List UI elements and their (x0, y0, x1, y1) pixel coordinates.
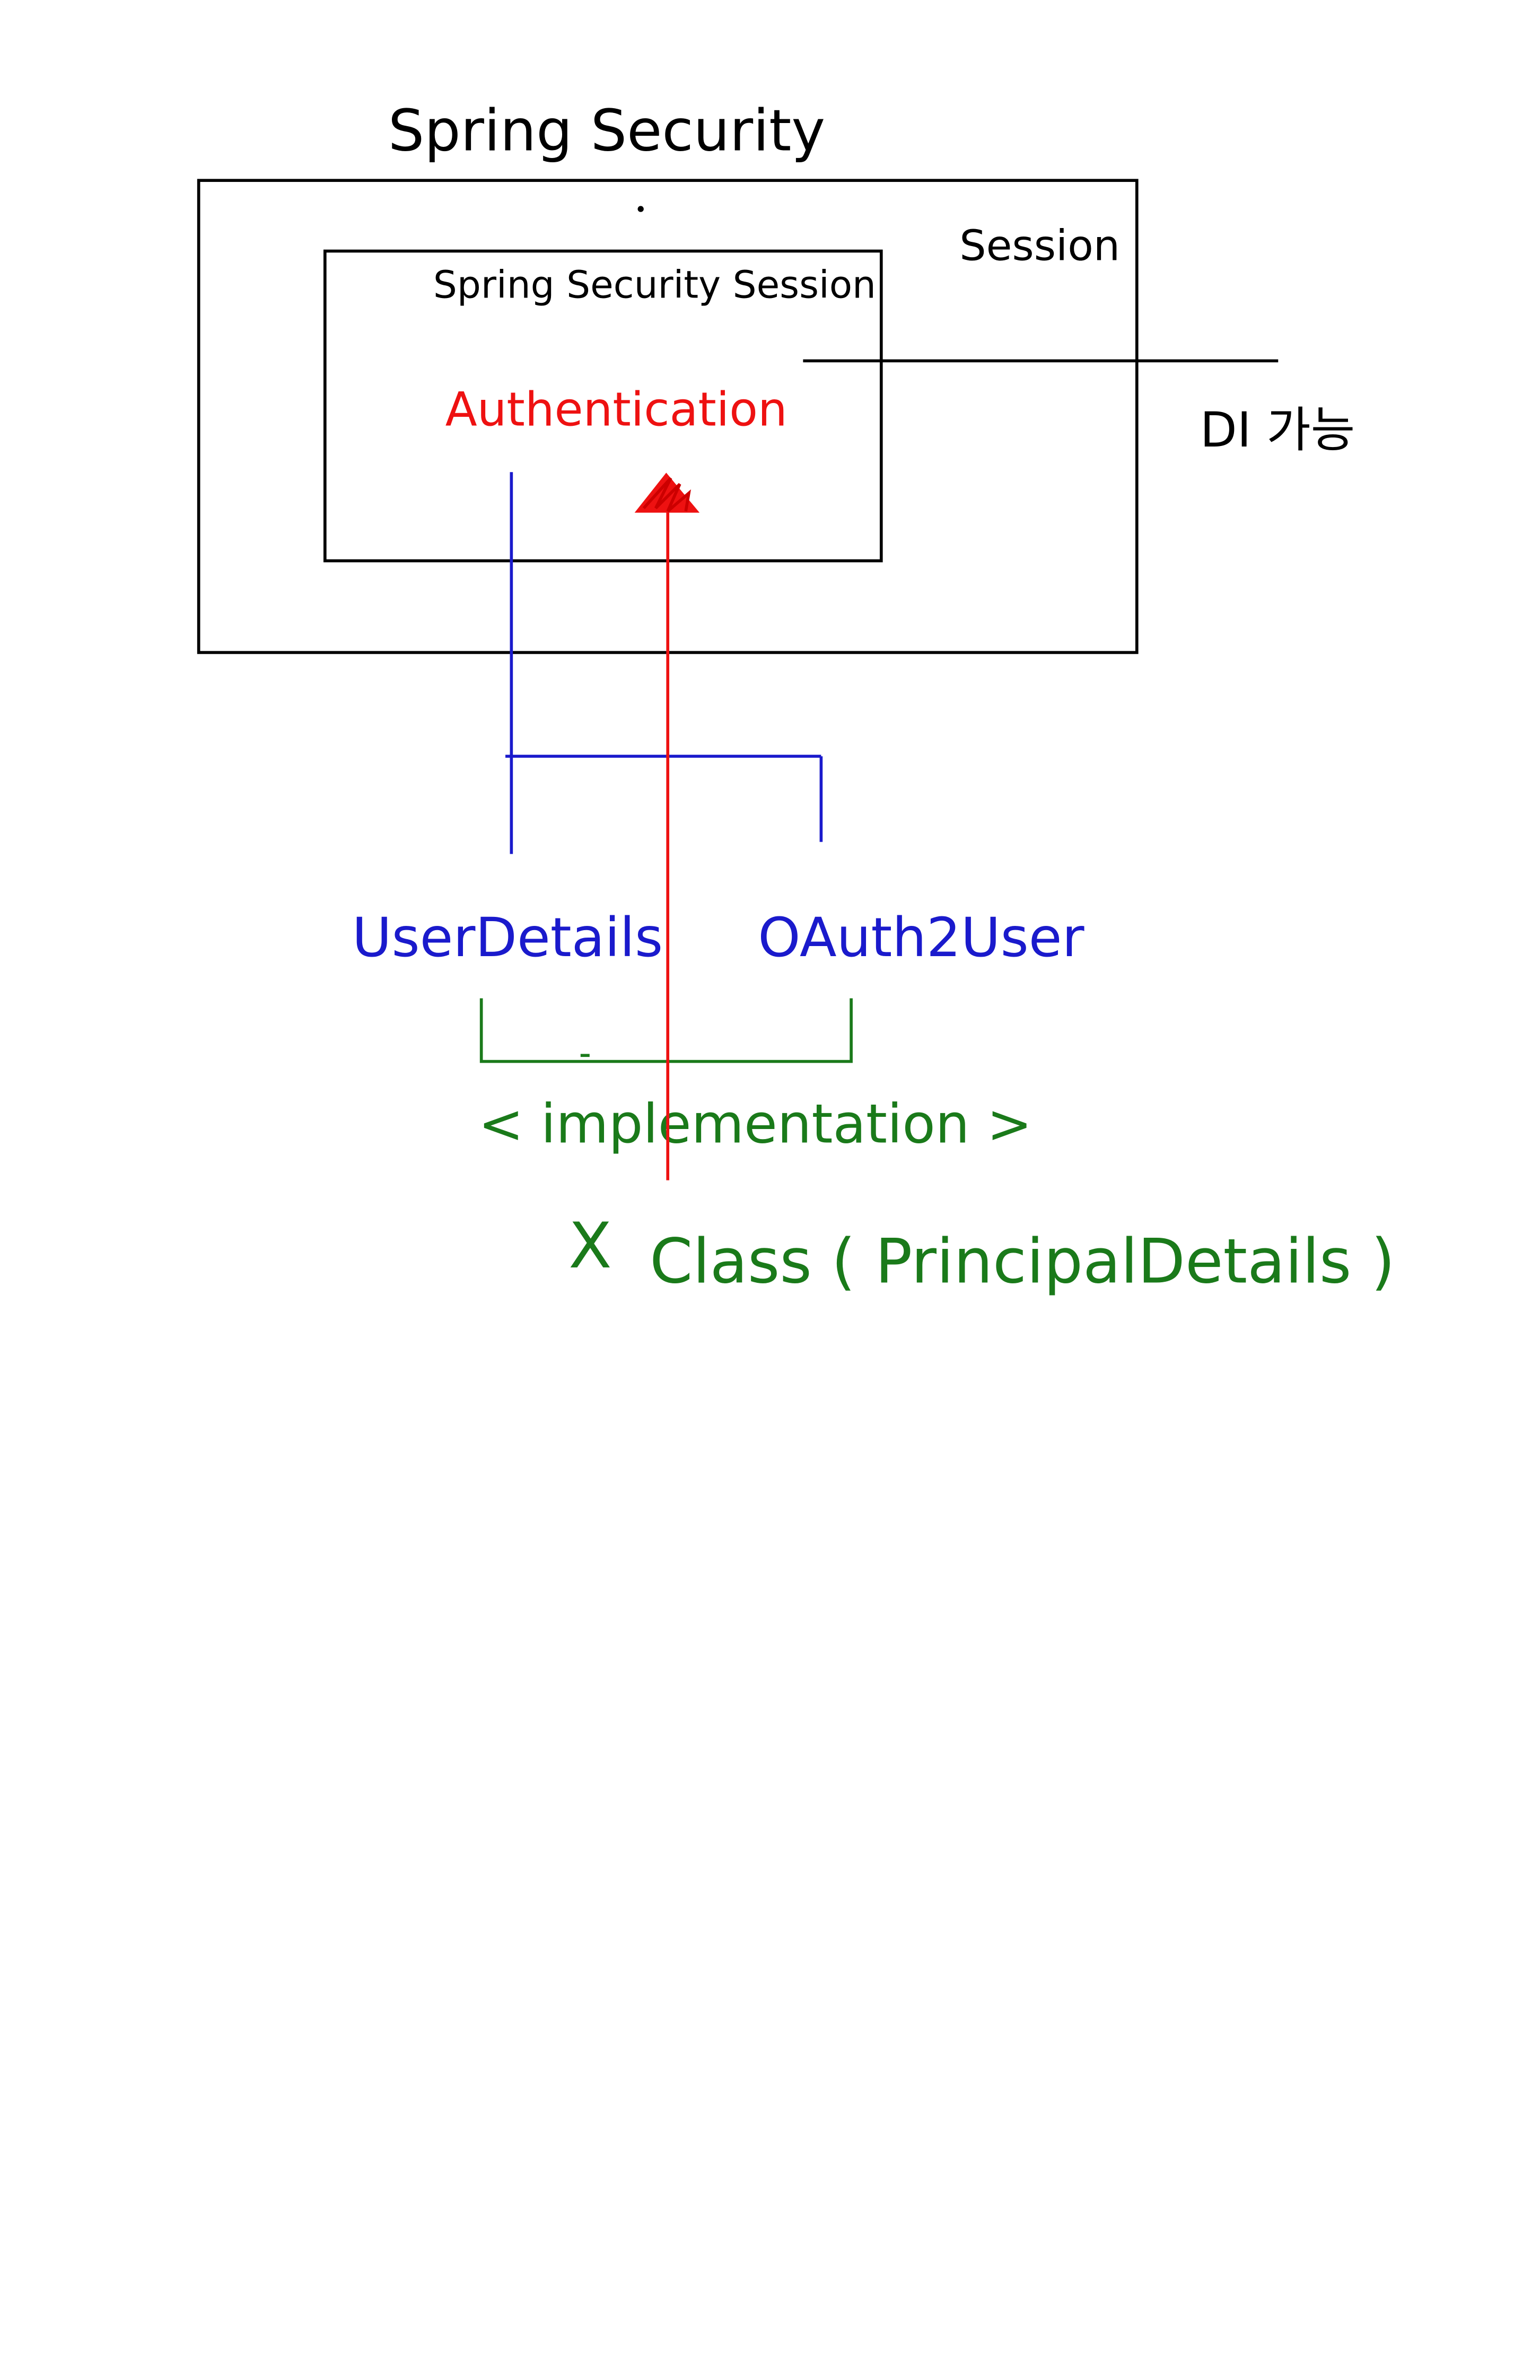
session-label: Session (959, 221, 1120, 270)
principal-details-label: Class ( PrincipalDetails ) (650, 1226, 1395, 1297)
di-label: DI 가능 (1200, 402, 1355, 458)
spring-security-session-label: Spring Security Session (433, 262, 876, 307)
red-arrow-head (634, 472, 700, 513)
oauth2-user-label: OAuth2User (758, 906, 1084, 969)
x-class-label: X (568, 1209, 612, 1283)
user-details-label: UserDetails (352, 906, 663, 969)
authentication-label: Authentication (445, 382, 788, 436)
implementation-label: < implementation > (478, 1093, 1032, 1156)
spring-security-session-box (323, 249, 883, 563)
title-spring-security: Spring Security (388, 98, 825, 164)
red-arrow-head-scribble (642, 477, 691, 513)
session-box-dot (637, 206, 644, 212)
